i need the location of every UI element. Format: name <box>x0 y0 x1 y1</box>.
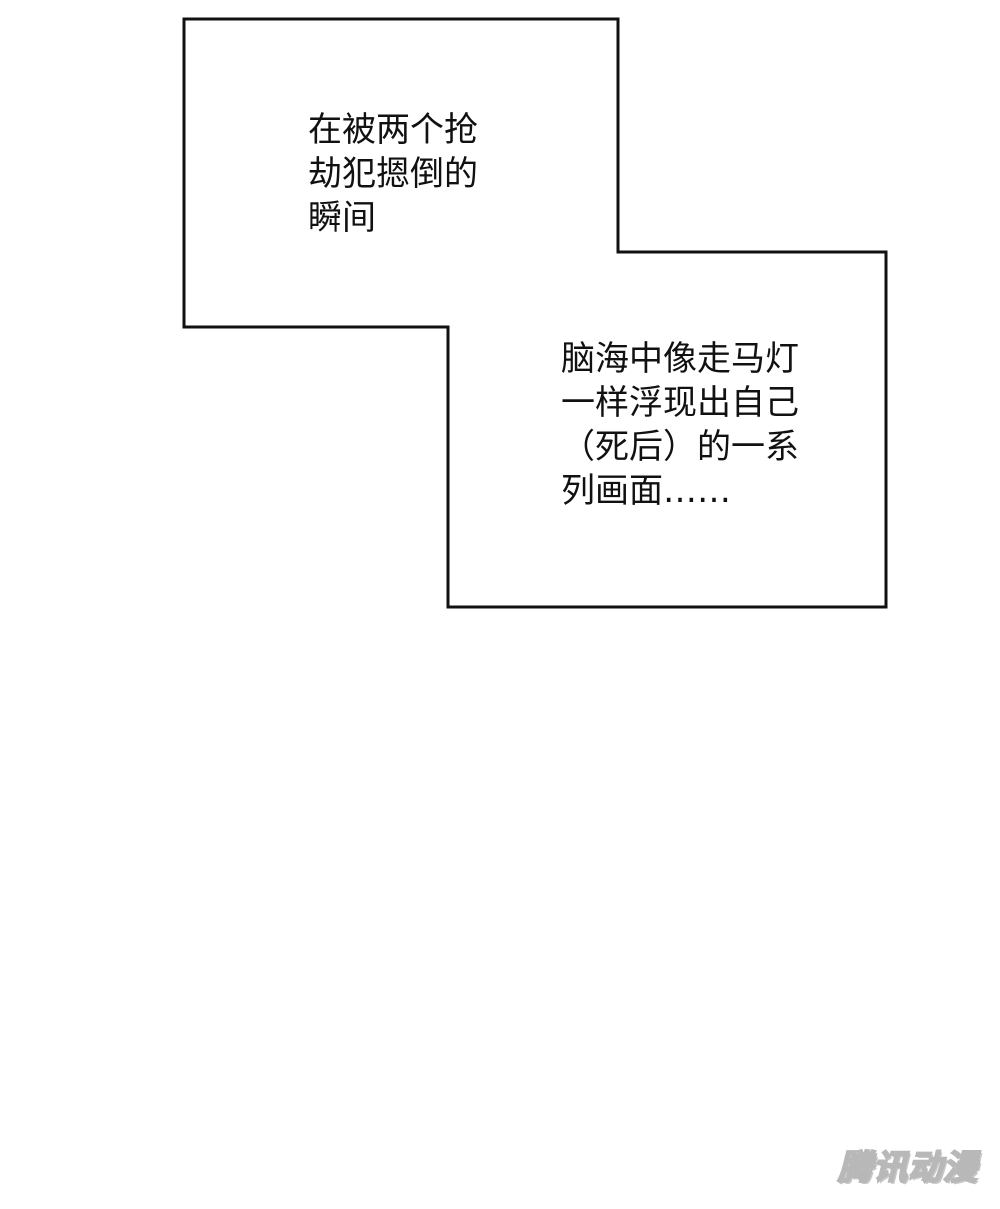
caption-line: 在被两个抢 <box>308 110 478 150</box>
publisher-watermark: 腾讯动漫 <box>837 1147 978 1189</box>
caption-text-bottom: 脑海中像走马灯 一样浮现出自己 （死后）的一系 列画面…… <box>561 337 799 513</box>
caption-line: 瞬间 <box>308 198 376 238</box>
caption-line: 列画面…… <box>561 471 731 511</box>
caption-line: 脑海中像走马灯 <box>561 339 799 379</box>
caption-line: 一样浮现出自己 <box>561 383 799 423</box>
caption-line: 劫犯摁倒的 <box>308 154 478 194</box>
caption-line: （死后）的一系 <box>561 427 799 467</box>
stepped-caption-box <box>182 17 888 609</box>
caption-text-top: 在被两个抢 劫犯摁倒的 瞬间 <box>308 108 478 240</box>
